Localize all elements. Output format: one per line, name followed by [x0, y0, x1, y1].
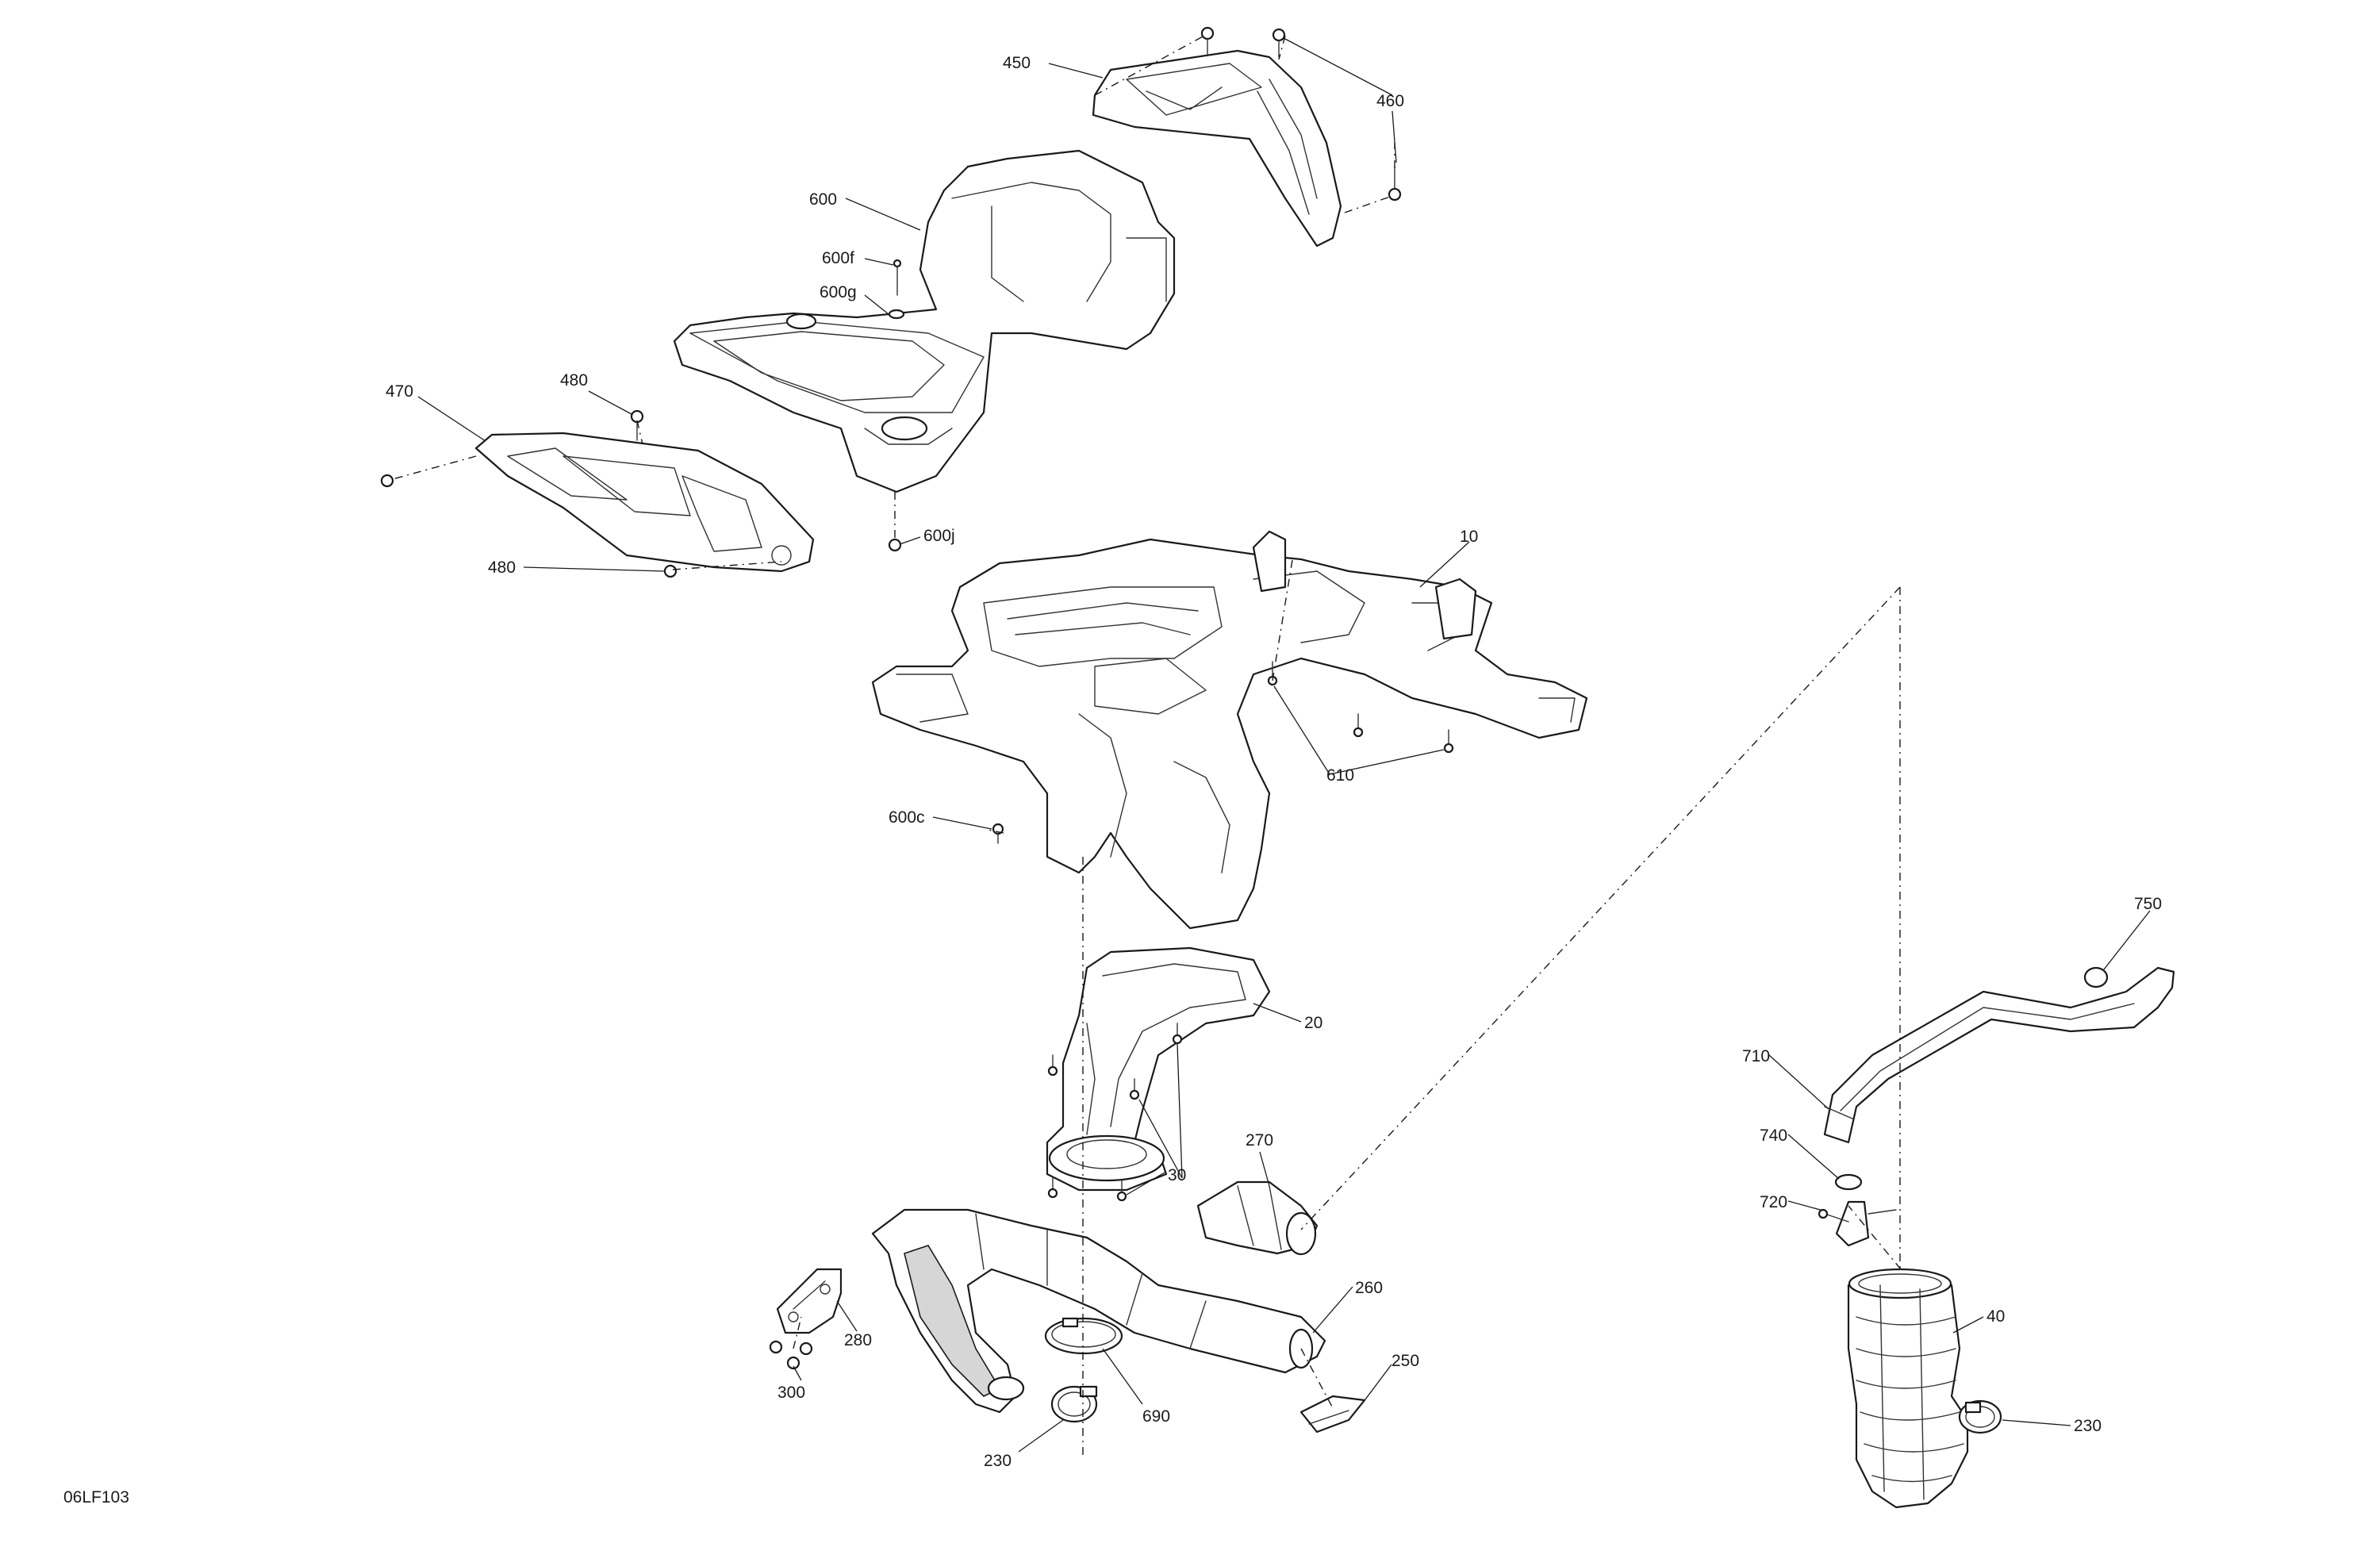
part-230-clamp-left[interactable] [1050, 1385, 1098, 1423]
callout-480-top: 480 [560, 371, 588, 390]
callout-720: 720 [1760, 1193, 1787, 1211]
part-270-coupler[interactable] [1196, 1180, 1319, 1256]
fastener-600f [892, 259, 902, 296]
assembly-guide-lines [392, 34, 1902, 1460]
screw-30 [1047, 1023, 1183, 1202]
callout-450: 450 [1003, 54, 1031, 72]
callout-600c: 600c [889, 808, 925, 827]
callout-610: 610 [1326, 766, 1354, 785]
callout-300: 300 [777, 1384, 805, 1402]
callout-230-left: 230 [984, 1452, 1012, 1470]
part-710-750-breather-hose[interactable] [1823, 966, 2175, 1144]
callout-470: 470 [386, 382, 413, 401]
part-10-airbox-base[interactable] [871, 530, 1588, 930]
screw-610 [1267, 661, 1454, 754]
callout-600: 600 [809, 190, 837, 209]
callout-250: 250 [1392, 1352, 1419, 1370]
part-280-bracket[interactable] [776, 1268, 843, 1334]
screw-460 [1272, 28, 1402, 202]
callout-600f: 600f [822, 249, 854, 267]
callout-20: 20 [1304, 1014, 1322, 1032]
part-470-cover[interactable] [474, 432, 815, 573]
callout-230-right: 230 [2074, 1417, 2102, 1435]
callout-40: 40 [1987, 1307, 2005, 1326]
screw-480 [380, 409, 678, 578]
callout-600j: 600j [923, 527, 955, 545]
screw-450-top [1200, 26, 1215, 55]
callout-740: 740 [1760, 1127, 1787, 1145]
callout-10: 10 [1460, 528, 1478, 546]
part-250-clamp[interactable] [1299, 1395, 1366, 1434]
screw-600c [992, 823, 1004, 844]
part-740-clamp[interactable] [1834, 1173, 1863, 1191]
diagram-reference-code: 06LF103 [63, 1488, 129, 1507]
part-40-filter-housing[interactable] [1847, 1268, 1969, 1509]
callout-600g: 600g [820, 283, 857, 301]
callout-260: 260 [1355, 1279, 1383, 1297]
part-690-clamp[interactable] [1044, 1317, 1123, 1355]
callout-710: 710 [1742, 1047, 1770, 1065]
part-20-adapter[interactable] [1046, 946, 1271, 1192]
nut-600j [888, 538, 902, 552]
callout-460: 460 [1376, 92, 1404, 110]
part-260-hose[interactable] [871, 1208, 1326, 1414]
callout-690: 690 [1142, 1407, 1170, 1426]
callout-30: 30 [1168, 1166, 1186, 1184]
callout-480-bottom: 480 [488, 558, 516, 577]
callout-labels: 450 460 600 600f 600g 470 480 480 600j 1… [386, 54, 2162, 1470]
nut-300 [769, 1340, 813, 1370]
part-230-clamp-right[interactable] [1958, 1399, 2002, 1434]
callout-leaders [417, 37, 2151, 1453]
part-720-fitting[interactable] [1818, 1200, 1897, 1247]
callout-750: 750 [2134, 895, 2162, 913]
washer-600g [888, 309, 905, 320]
part-600-airbox[interactable] [673, 149, 1176, 493]
callout-280: 280 [844, 1331, 872, 1349]
part-450-cover[interactable] [1092, 49, 1342, 248]
callout-270: 270 [1246, 1131, 1273, 1150]
